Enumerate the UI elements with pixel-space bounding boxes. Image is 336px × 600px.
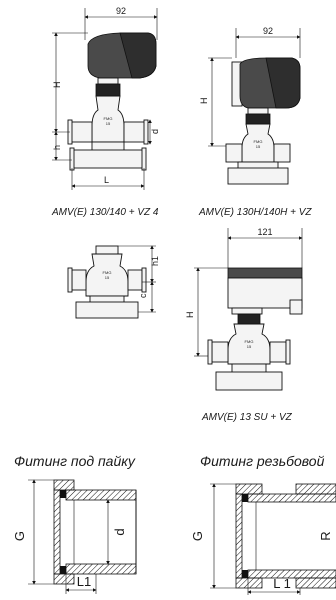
svg-text:15: 15: [106, 121, 111, 126]
figure-1-valve-actuator: 92 FMG 15 H h d L AMV(: [51, 6, 160, 218]
fitting-solder-title: Фитинг под пайку: [14, 453, 136, 469]
fig4-width-label: 121: [257, 227, 272, 237]
fitting-solder-drawing: Фитинг под пайку G d L1: [12, 453, 137, 594]
fig4-valve-body: [227, 323, 271, 365]
fig1-caption: AMV(E) 130/140 + VZ 4: [51, 207, 159, 218]
fitting-thread-drawing: Фитинг резьбовой G R L 1: [190, 453, 336, 595]
fig1-L-label: L: [104, 175, 109, 185]
fig3-bottom-pipe: [75, 301, 139, 319]
fig2-caption: AMV(E) 130H/140H + VZ: [198, 207, 312, 218]
fig1-height-label: H: [52, 82, 62, 89]
fig3-h1-label: h1: [150, 256, 160, 266]
fitting-thread-title: Фитинг резьбовой: [200, 453, 325, 469]
fitting-thread-R-label: R: [318, 531, 333, 540]
fig1-coupling: [95, 83, 121, 97]
fitting-solder-d-label: d: [112, 528, 127, 535]
fig2-bottom-pipe: [227, 167, 289, 185]
fig1-width-label: 92: [116, 6, 126, 16]
svg-text:FMG: FMG: [104, 116, 113, 121]
fitting-thread-G-label: G: [190, 531, 205, 541]
fig3-c-label: c: [138, 293, 148, 298]
fitting-solder-L1-label: L1: [77, 574, 91, 589]
svg-text:15: 15: [247, 344, 252, 349]
fig4-height-label: H: [185, 312, 195, 319]
fig1-h-label: h: [52, 145, 62, 150]
figure-2-valve-actuator: 92 FMG 15 H AMV(E) 130H/140H + VZ: [198, 26, 312, 218]
fig4-caption: AMV(E) 13 SU + VZ: [201, 412, 293, 423]
fig1-actuator-shade: [119, 32, 157, 79]
fig4-actuator-top: [227, 267, 303, 279]
fig1-collar: [97, 77, 119, 85]
fig1-right-port: [123, 121, 147, 143]
svg-text:FMG: FMG: [103, 270, 112, 275]
fig2-width-label: 92: [263, 26, 273, 36]
fig1-bottom-pipe: [71, 149, 145, 169]
fig1-left-port: [69, 121, 93, 143]
fitting-solder-G-label: G: [12, 531, 27, 541]
figure-3-valve-section: FMG 15 h1 c: [67, 245, 160, 319]
fitting-thread-L1-label: L 1: [273, 576, 291, 591]
fig4-bottom-pipe: [215, 371, 283, 391]
figure-4-valve-actuator: 121 FMG 15 H AMV(E) 13 SU + VZ: [185, 227, 303, 423]
svg-text:15: 15: [105, 275, 110, 280]
svg-text:15: 15: [256, 144, 261, 149]
svg-text:FMG: FMG: [254, 139, 263, 144]
fig1-d-label: d: [150, 129, 160, 134]
svg-text:FMG: FMG: [245, 339, 254, 344]
fig3-valve-body: [85, 253, 129, 297]
fig2-height-label: H: [199, 98, 209, 105]
